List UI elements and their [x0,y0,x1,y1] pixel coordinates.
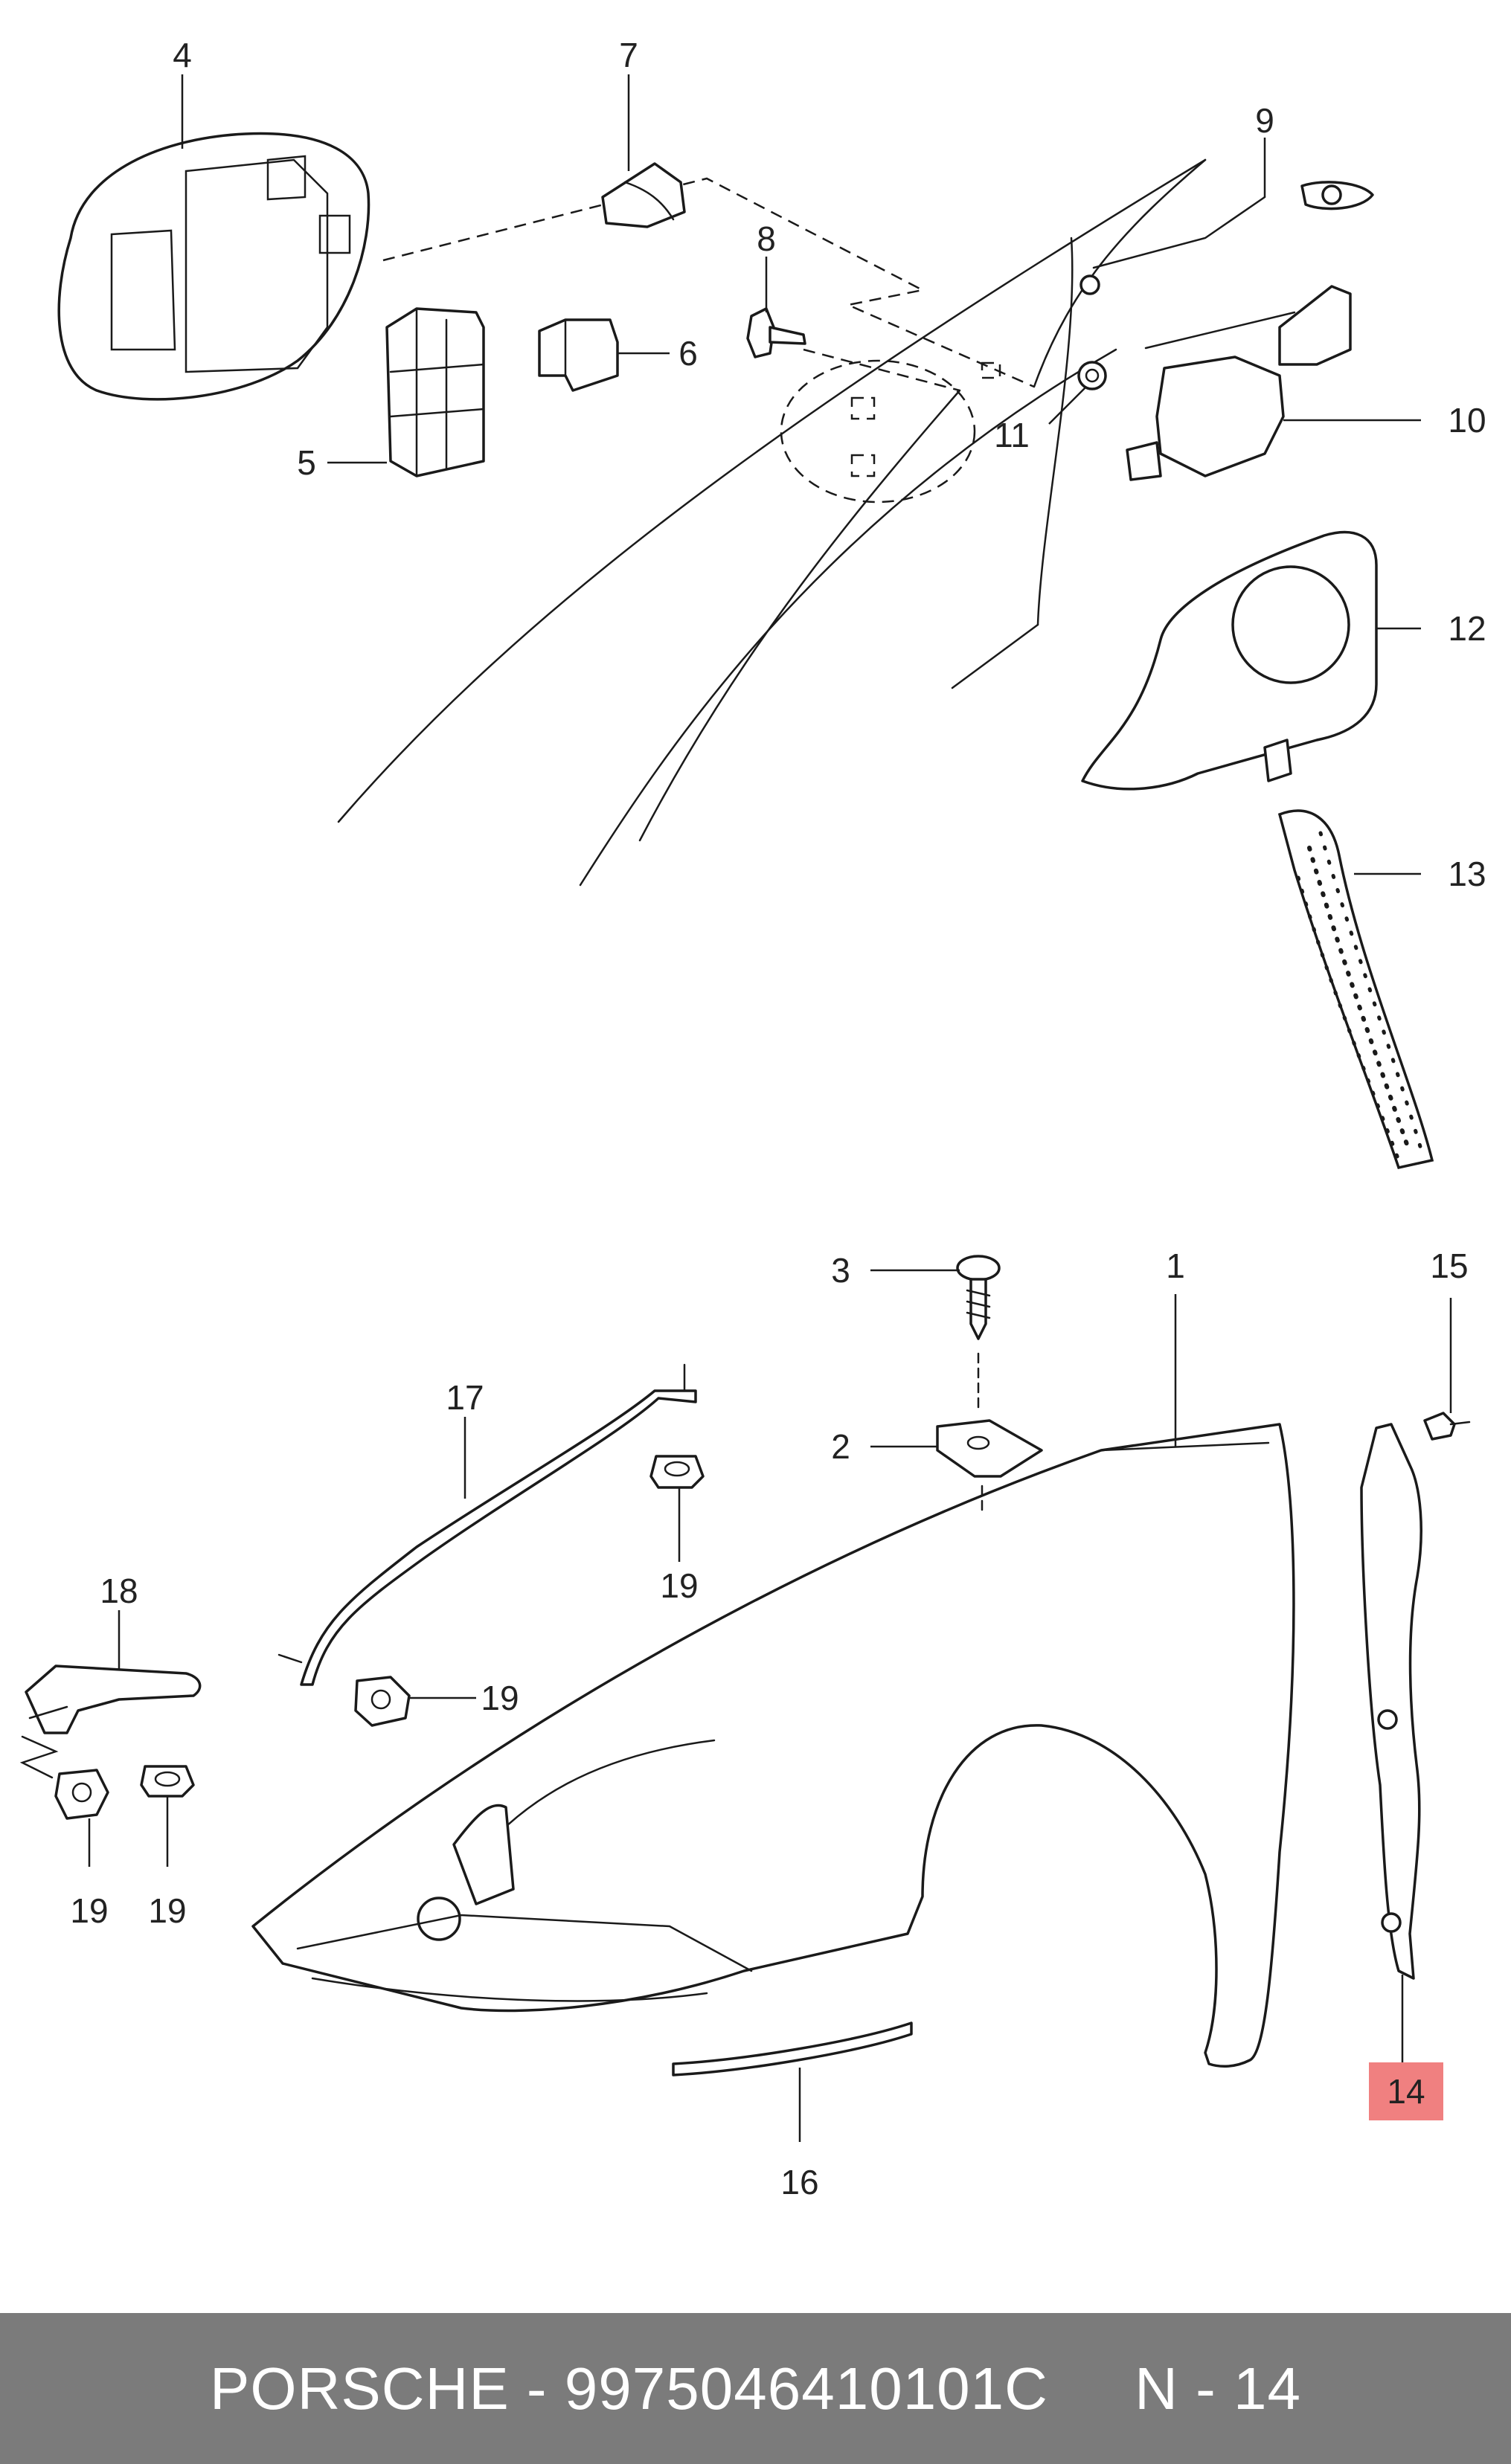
callout-19d: 19 [148,1891,186,1930]
dashed-assembly-lines [382,177,1035,477]
part-19-nut-a [649,1455,705,1489]
callout-19b: 19 [481,1679,519,1717]
callout-8: 8 [757,219,776,258]
part-6-clip [538,318,619,392]
caption-gap [1048,2355,1135,2423]
part-8-pin [746,307,806,358]
leader-lines [88,74,1452,2142]
callout-9: 9 [1255,101,1274,140]
highlight-box-14 [1369,2062,1443,2120]
callout-17: 17 [446,1378,484,1417]
body-outline-upper [337,158,1207,887]
part-19-nut-d [140,1765,195,1798]
callout-11: 11 [994,416,1030,454]
callout-19c: 19 [70,1891,108,1930]
part-12-housing [1081,530,1378,791]
part-17-fender-strip [278,1363,697,1686]
callout-13: 13 [1448,855,1486,893]
callout-15: 15 [1430,1247,1468,1285]
caption-position: N - 14 [1135,2355,1301,2422]
part-4-fuel-flap [57,132,370,401]
part-18-bracket [19,1664,202,1779]
caption-brand: PORSCHE [210,2355,510,2422]
caption-part-number: 9975046410101C [564,2355,1048,2422]
caption-separator: - [509,2355,565,2422]
callout-3: 3 [831,1251,850,1290]
callout-10: 10 [1448,401,1486,440]
callout-16: 16 [780,2163,818,2201]
callout-12: 12 [1448,609,1486,648]
callout-7: 7 [619,36,638,74]
part-5-bracket [385,307,485,477]
caption-bar: PORSCHE - 9975046410101C N - 14 [0,2313,1511,2464]
callout-14: 14 [1387,2072,1425,2111]
part-15-small-clip [1423,1412,1471,1441]
callout-labels: 4 5 6 7 8 9 10 11 12 13 1 2 3 14 15 16 1… [70,36,1486,2201]
part-9-cable [1079,181,1374,295]
part-16-seal-strip [672,2021,913,2077]
part-11-grommet [1077,361,1107,390]
callout-19a: 19 [660,1566,698,1605]
part-19-nut-c [54,1769,109,1820]
part-2-clip-nut [936,1419,1043,1511]
part-19-nut-b [354,1676,411,1727]
part-3-screw [956,1255,1001,1415]
part-14-liner-panel [1360,1423,1422,1980]
mounting-area-outline [780,359,976,504]
part-1-fender [251,1423,1295,2068]
callout-2: 2 [831,1427,850,1466]
part-10-actuator [1126,285,1352,481]
part-13-seal-strip [1277,809,1434,1170]
callout-5: 5 [297,443,316,482]
parts-diagram: 4 5 6 7 8 9 10 11 12 13 1 2 3 14 15 16 1… [19,36,1486,2201]
callout-6: 6 [678,334,698,373]
callout-4: 4 [173,36,192,74]
callout-18: 18 [100,1572,138,1610]
part-7-stop [601,162,686,228]
callout-1: 1 [1166,1247,1185,1285]
